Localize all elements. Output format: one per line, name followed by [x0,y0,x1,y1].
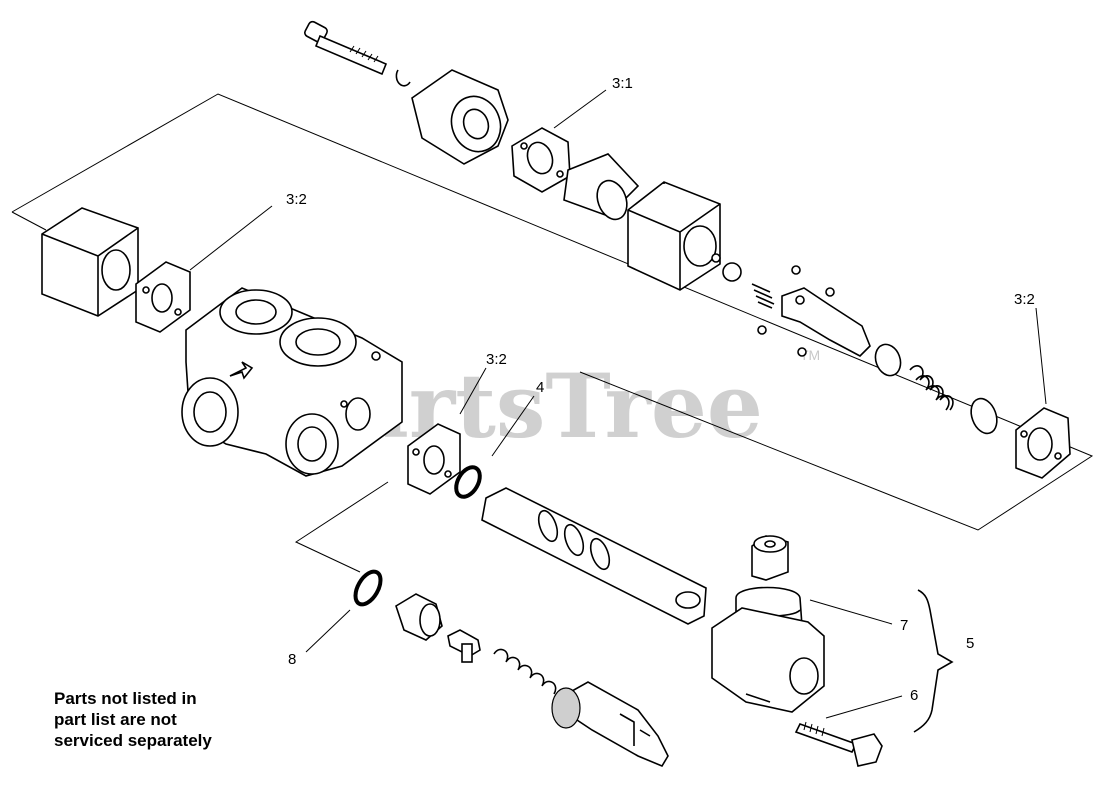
housing-block-left [41,207,139,317]
spool-end-cap [395,593,443,641]
check-balls [722,262,835,357]
o-ring-8 [353,569,383,607]
handle-bracket [711,535,825,713]
callout-6: 6 [910,687,918,704]
spring-seat [874,343,902,377]
gasket-3-1 [511,127,571,193]
gasket-3-2-right [1015,407,1071,479]
callout-4: 4 [536,379,544,396]
service-note: Parts not listed in part list are not se… [54,689,212,750]
callout-3-2-left: 3:2 [286,191,307,208]
spring-cup [970,397,998,435]
callout-3-2-right: 3:2 [1014,291,1035,308]
valve-body [181,287,403,477]
o-ring-4 [454,465,482,499]
cap-screw-6 [794,721,883,767]
callout-7: 7 [900,617,908,634]
assembly-guide-lines [11,93,1094,573]
housing-block-right [627,181,721,291]
callout-5: 5 [966,635,974,652]
main-spool [481,487,707,625]
sleeve [563,153,640,221]
callout-3-1: 3:1 [612,75,633,92]
leader-lines [189,89,1047,719]
centering-spring [909,365,954,411]
return-spring [493,648,557,695]
detent-spool [781,287,871,357]
bracket-5 [913,589,954,733]
gasket-3-2-left [135,261,191,333]
detent-spring-small [751,283,775,309]
lock-washer-top [395,69,411,87]
callout-3-2-middle: 3:2 [486,351,507,368]
spring-housing [551,681,669,768]
cap-screw-top [304,20,388,76]
end-cap-top [411,69,509,165]
callout-8: 8 [288,651,296,668]
spring-guide [447,629,481,663]
gasket-3-2-middle [407,423,461,495]
